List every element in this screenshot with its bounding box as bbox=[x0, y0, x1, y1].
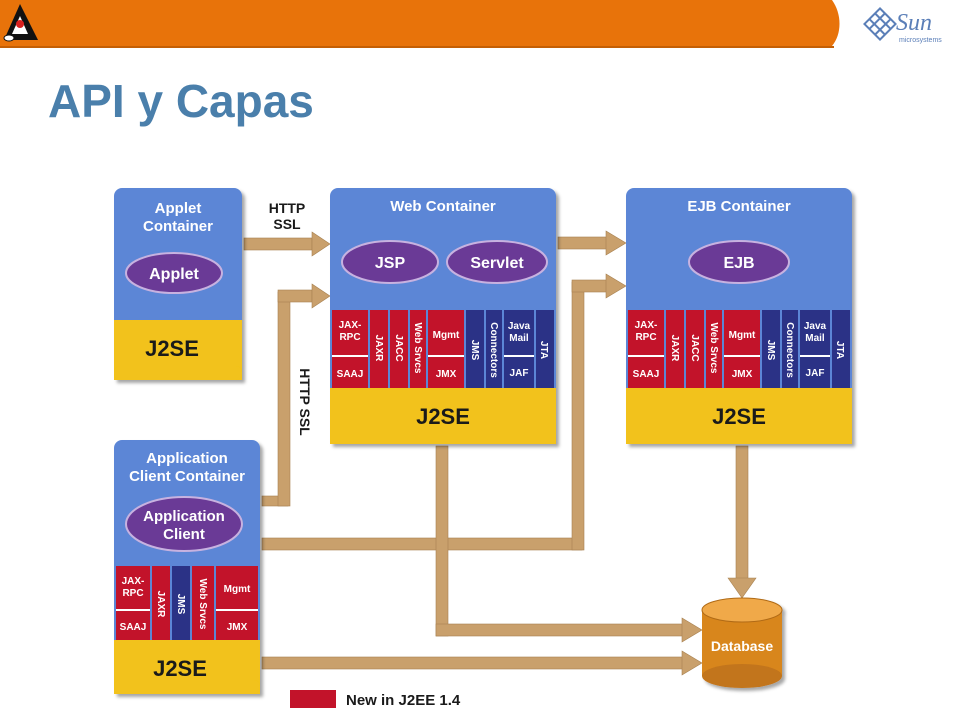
web-api-jmx: JMX bbox=[436, 369, 457, 380]
web-api-javamail-line1: Java bbox=[508, 321, 531, 332]
duke-mascot-icon bbox=[3, 4, 38, 42]
web-api-jaxr: JAXR bbox=[373, 335, 384, 362]
web-api-jta: JTA bbox=[538, 341, 549, 359]
legend-swatch bbox=[290, 690, 336, 708]
database-cylinder bbox=[701, 597, 783, 688]
database-label: Database bbox=[711, 638, 773, 654]
app-api-jaxr: JAXR bbox=[155, 591, 166, 618]
web-api-jms: JMS bbox=[469, 340, 480, 361]
arrow-web-to-ejb bbox=[557, 230, 627, 256]
web-api-javamail-line2: Mail bbox=[509, 333, 529, 344]
applet-component-label: Applet bbox=[149, 266, 199, 283]
application-client-label-line2: Client bbox=[163, 526, 205, 543]
web-api-saaj: SAAJ bbox=[337, 369, 364, 380]
app-client-title-line2: Client Container bbox=[129, 468, 245, 485]
arrow-appclient-to-ejb bbox=[261, 273, 627, 551]
web-api-jaxrpc-line2: RPC bbox=[339, 332, 360, 343]
legend-label: New in J2EE 1.4 bbox=[346, 692, 461, 709]
app-client-j2se-label: J2SE bbox=[153, 656, 207, 681]
http-ssl-label-line1: HTTP bbox=[269, 200, 306, 216]
ejb-api-jaxr: JAXR bbox=[669, 335, 680, 362]
ejb-api-mgmt: Mgmt bbox=[729, 330, 756, 341]
ejb-component bbox=[688, 240, 790, 284]
app-client-api-strip bbox=[116, 566, 258, 640]
app-api-websrvcs: Web Srvcs bbox=[197, 579, 208, 630]
header-bar: Sun microsystems bbox=[0, 0, 942, 48]
ejb-component-label: EJB bbox=[723, 255, 754, 272]
ejb-api-jms: JMS bbox=[765, 340, 776, 361]
ejb-api-jaxrpc-line2: RPC bbox=[635, 332, 656, 343]
connection-arrows bbox=[243, 230, 757, 676]
page-title: API y Capas bbox=[48, 75, 314, 127]
web-api-connectors: Connectors bbox=[488, 322, 499, 378]
sun-logo-icon bbox=[863, 7, 897, 41]
http-ssl-label-line2: SSL bbox=[273, 216, 301, 232]
app-client-title-line1: Application bbox=[146, 450, 228, 467]
web-api-mgmt: Mgmt bbox=[433, 330, 460, 341]
applet-j2se-label: J2SE bbox=[145, 336, 199, 361]
app-api-jms: JMS bbox=[175, 594, 186, 615]
web-api-jacc: JACC bbox=[393, 334, 404, 361]
jsp-component bbox=[341, 240, 439, 284]
app-api-jmx: JMX bbox=[227, 622, 248, 633]
app-api-saaj: SAAJ bbox=[120, 622, 147, 633]
web-api-strip bbox=[332, 310, 554, 388]
web-j2se-label: J2SE bbox=[416, 404, 470, 429]
ejb-api-strip bbox=[628, 310, 850, 388]
arrow-web-to-database bbox=[435, 445, 703, 643]
applet-component bbox=[125, 252, 223, 294]
application-client-label-line1: Application bbox=[143, 508, 225, 525]
applet-container-title-line1: Applet bbox=[155, 200, 202, 217]
app-api-jaxrpc-line2: RPC bbox=[122, 588, 143, 599]
header-orange-band bbox=[0, 0, 840, 46]
ejb-j2se-label: J2SE bbox=[712, 404, 766, 429]
sun-logo-text: Sun bbox=[896, 10, 932, 36]
sun-logo-subtext: microsystems bbox=[899, 37, 942, 44]
web-api-websrvcs: Web Srvcs bbox=[412, 323, 423, 374]
web-api-jaf: JAF bbox=[510, 368, 529, 379]
ejb-api-javamail-line1: Java bbox=[804, 321, 827, 332]
ejb-api-jaf: JAF bbox=[806, 368, 825, 379]
application-client-component bbox=[125, 496, 243, 552]
applet-container-title-line2: Container bbox=[143, 218, 213, 235]
app-api-jaxrpc-line1: JAX- bbox=[122, 576, 145, 587]
ejb-api-connectors: Connectors bbox=[784, 322, 795, 378]
servlet-component bbox=[446, 240, 548, 284]
ejb-api-jta: JTA bbox=[834, 341, 845, 359]
http-ssl-vertical-label: HTTP SSL bbox=[297, 368, 313, 436]
ejb-api-jmx: JMX bbox=[732, 369, 753, 380]
ejb-api-javamail-line2: Mail bbox=[805, 333, 825, 344]
app-api-mgmt: Mgmt bbox=[224, 584, 251, 595]
web-api-jaxrpc-line1: JAX- bbox=[339, 320, 362, 331]
servlet-component-label: Servlet bbox=[470, 255, 524, 272]
arrow-ejb-to-database bbox=[727, 445, 757, 599]
ejb-api-websrvcs: Web Srvcs bbox=[708, 323, 719, 374]
ejb-api-jacc: JACC bbox=[689, 334, 700, 361]
ejb-api-jaxrpc-line1: JAX- bbox=[635, 320, 658, 331]
web-container-title: Web Container bbox=[390, 198, 496, 215]
arrow-applet-to-web bbox=[243, 231, 331, 257]
ejb-api-saaj: SAAJ bbox=[633, 369, 660, 380]
arrow-appclient-to-database bbox=[261, 650, 703, 676]
arrow-appclient-to-web bbox=[261, 283, 331, 507]
ejb-container-title: EJB Container bbox=[687, 198, 791, 215]
jsp-component-label: JSP bbox=[375, 255, 406, 272]
